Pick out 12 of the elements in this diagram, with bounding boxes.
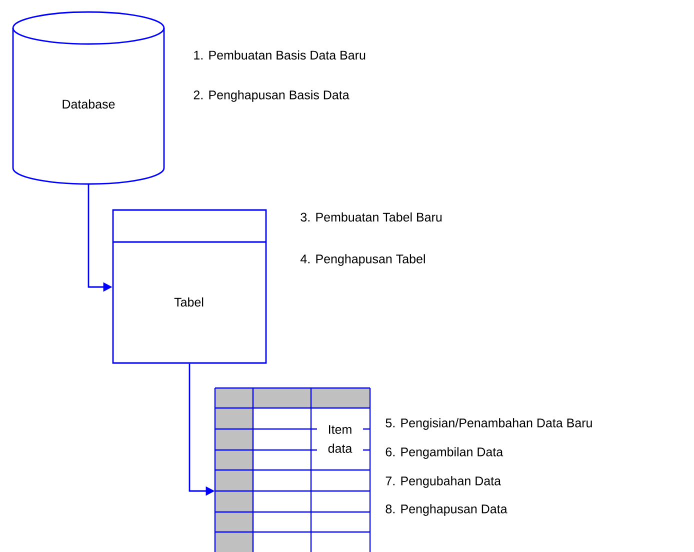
list-item: 1. Pembuatan Basis Data Baru [194, 50, 366, 60]
list-item: 3. Pembuatan Tabel Baru [300, 212, 442, 222]
list-item: 7. Pengubahan Data [386, 476, 502, 488]
data-grid: Item data [214, 387, 371, 552]
list-item: 6. Pengambilan Data [386, 447, 504, 459]
node-label: Item data [328, 425, 352, 453]
list-item: 2. Penghapusan Basis Data [194, 90, 350, 102]
list-item: 4. Penghapusan Tabel [300, 254, 425, 266]
list-item: 8. Penghapusan Data [386, 504, 508, 516]
list-item: 5. Pengisian/Penambahan Data Baru [386, 418, 592, 430]
table-box: Tabel [112, 209, 267, 364]
database-cylinder: Database [12, 11, 165, 185]
